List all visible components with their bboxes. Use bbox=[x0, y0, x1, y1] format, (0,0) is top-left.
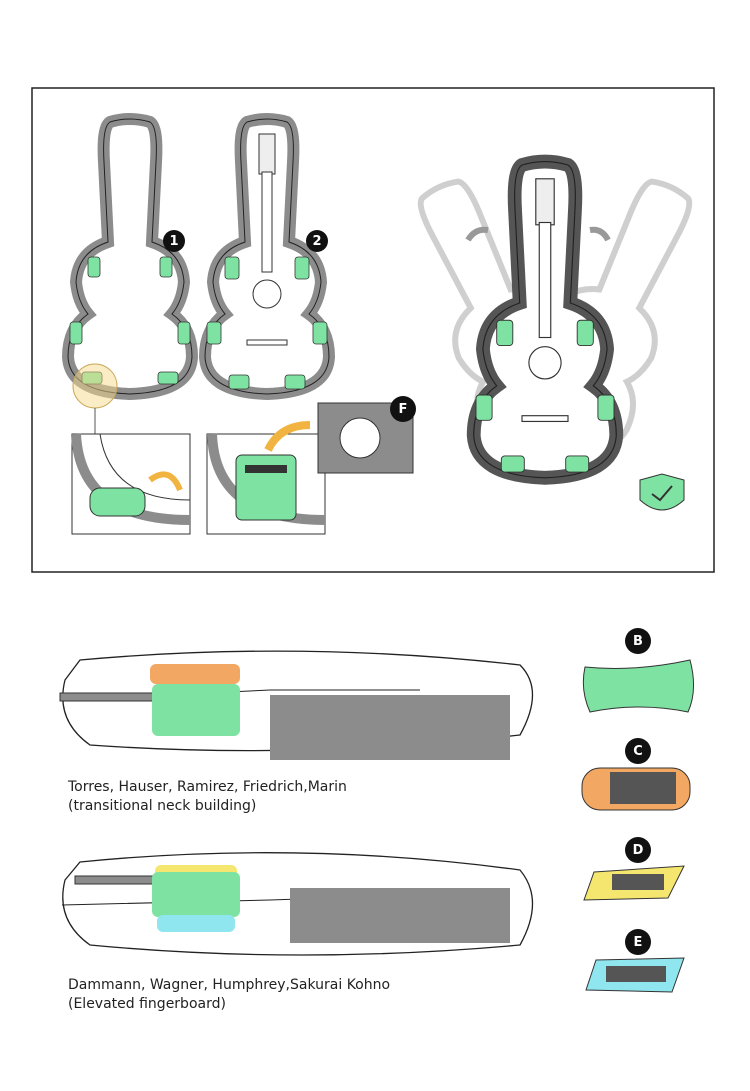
rotate-left-arrow-icon bbox=[465, 226, 489, 242]
label-d-badge: D bbox=[625, 837, 651, 863]
caption-line: (Elevated fingerboard) bbox=[68, 996, 226, 1012]
rotate-right-arrow-icon bbox=[589, 226, 611, 242]
guitar-case-empty bbox=[68, 119, 192, 394]
step-2-badge: 2 bbox=[306, 230, 328, 252]
detail-box-pad bbox=[206, 421, 326, 535]
step-1-badge: 1 bbox=[163, 230, 185, 252]
pad-e bbox=[585, 957, 685, 993]
guitar-case-with-guitar bbox=[205, 119, 329, 394]
side-view-case-1 bbox=[59, 650, 534, 760]
pad-b bbox=[582, 659, 694, 713]
detail-box-insert bbox=[71, 433, 191, 535]
pad-d bbox=[583, 865, 685, 901]
shield-check-icon bbox=[639, 473, 685, 511]
caption-elevated-fingerboard: Dammann, Wagner, Humphrey,Sakurai Kohno … bbox=[68, 976, 390, 1014]
arrow-icon bbox=[264, 421, 311, 452]
arrow-icon bbox=[148, 471, 183, 492]
caption-line: Torres, Hauser, Ramirez, Friedrich,Marin bbox=[68, 779, 347, 795]
pad-c bbox=[581, 767, 691, 811]
cotton-icon bbox=[339, 417, 381, 459]
side-view-case-2 bbox=[61, 852, 534, 956]
caption-transitional-neck: Torres, Hauser, Ramirez, Friedrich,Marin… bbox=[68, 778, 347, 816]
caption-line: (transitional neck building) bbox=[68, 798, 257, 814]
label-c-badge: C bbox=[625, 738, 651, 764]
top-panel-frame bbox=[31, 87, 715, 573]
label-e-badge: E bbox=[625, 929, 651, 955]
guitar-case-main bbox=[474, 162, 617, 478]
label-f-badge: F bbox=[390, 396, 416, 422]
label-b-badge: B bbox=[625, 628, 651, 654]
zoom-highlight bbox=[72, 363, 118, 409]
caption-line: Dammann, Wagner, Humphrey,Sakurai Kohno bbox=[68, 977, 391, 993]
